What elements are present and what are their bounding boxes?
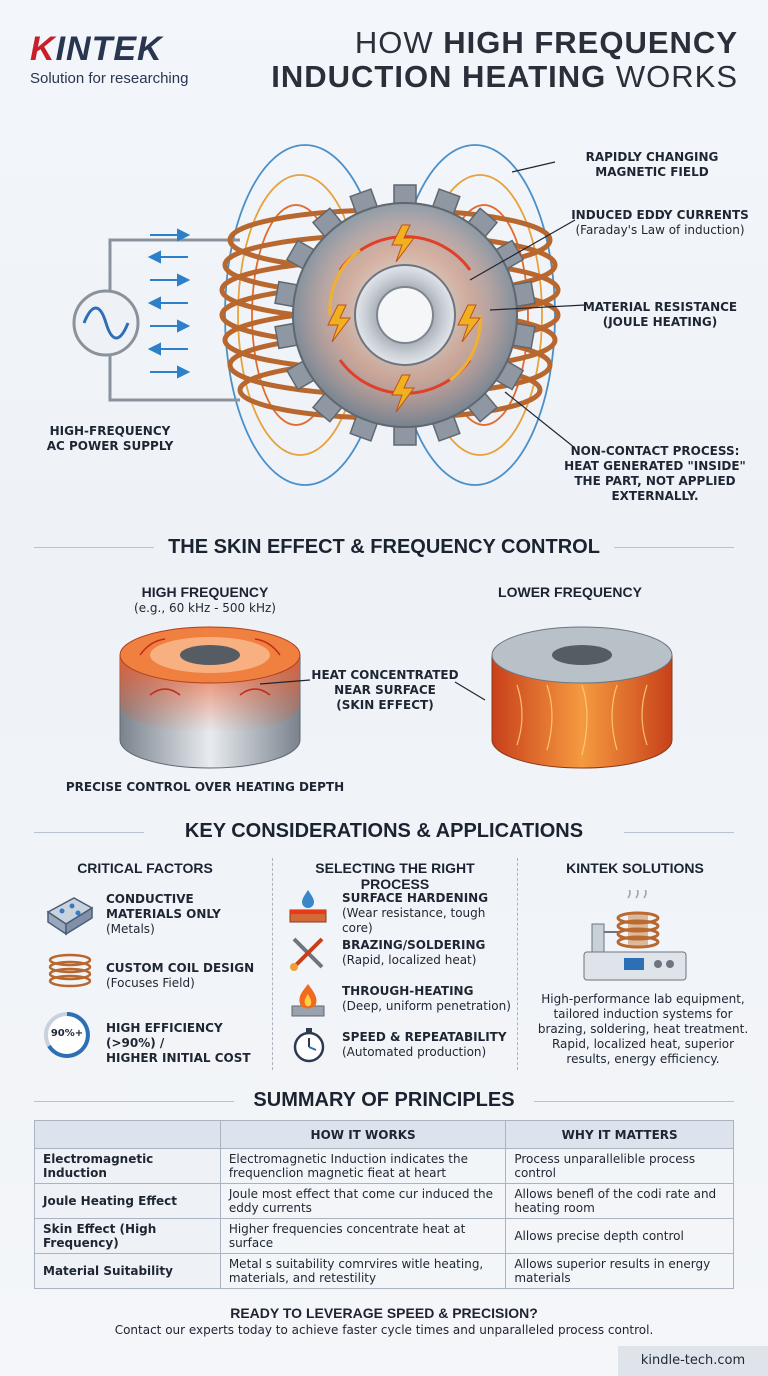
callout-magnetic-field: RAPIDLY CHANGING MAGNETIC FIELD xyxy=(585,150,719,179)
heating-depth-caption: PRECISE CONTROL OVER HEATING DEPTH xyxy=(65,780,345,794)
divider xyxy=(614,547,734,548)
skin-effect-callout: HEAT CONCENTRATED NEAR SURFACE (SKIN EFF… xyxy=(311,668,459,712)
gear-workpiece xyxy=(274,184,536,446)
current-arrows-icon xyxy=(147,228,191,379)
power-wiring xyxy=(108,238,240,402)
callout-eddy-currents: INDUCED EDDY CURRENTS (Faraday's Law of … xyxy=(571,208,749,237)
factor-coil-design: CUSTOM COIL DESIGN (Focuses Field) xyxy=(106,961,255,990)
considerations-heading: KEY CONSIDERATIONS & APPLICATIONS xyxy=(184,820,584,842)
table-cell: Allows benefl of the codi rate and heati… xyxy=(505,1183,734,1219)
table-cell: Metal s suitability comrvires witle heat… xyxy=(219,1253,507,1289)
critical-factors-title: CRITICAL FACTORS xyxy=(77,860,213,876)
table-row: Skin Effect (High Frequency) Higher freq… xyxy=(34,1218,734,1254)
lightning-icon xyxy=(327,224,481,413)
process-surface-hardening: SURFACE HARDENING (Wear resistance, toug… xyxy=(342,891,489,935)
brand-logo: KINTEK Solution for researching xyxy=(30,32,188,87)
process-through-heating: THROUGH-HEATING (Deep, uniform penetrati… xyxy=(342,984,511,1013)
divider xyxy=(34,832,144,833)
table-cell: Higher frequencies concentrate heat at s… xyxy=(219,1218,507,1254)
callout-material-resistance: MATERIAL RESISTANCE (JOULE HEATING) xyxy=(582,300,738,329)
flame-icon xyxy=(291,984,325,1017)
process-brazing: BRAZING/SOLDERING (Rapid, localized heat… xyxy=(342,938,486,967)
table-cell: Joule Heating Effect xyxy=(34,1183,221,1219)
brand-tagline: Solution for researching xyxy=(30,70,189,87)
column-header xyxy=(34,1120,221,1149)
brand-name: KINTEK xyxy=(30,30,163,68)
callout-non-contact: NON-CONTACT PROCESS: HEAT GENERATED "INS… xyxy=(564,444,746,503)
column-header: WHY IT MATTERS xyxy=(505,1120,734,1149)
ac-power-supply-icon xyxy=(72,289,140,357)
factor-conductive: CONDUCTIVE MATERIALS ONLY (Metals) xyxy=(106,892,221,936)
efficiency-gauge-icon xyxy=(44,1012,90,1058)
solutions-text: High-performance lab equipment, tailored… xyxy=(537,992,749,1066)
high-frequency-range: (e.g., 60 kHz - 500 kHz) xyxy=(134,601,276,615)
summary-heading: SUMMARY OF PRINCIPLES xyxy=(253,1089,515,1111)
table-cell: Electromagnetic Induction indicates the … xyxy=(219,1148,507,1184)
table-cell: Process unparallelible process control xyxy=(505,1148,734,1184)
table-cell: Allows precise depth control xyxy=(505,1218,734,1254)
table-row: Joule Heating Effect Joule most effect t… xyxy=(34,1183,734,1219)
surface-hardening-icon xyxy=(289,890,327,923)
divider xyxy=(624,832,734,833)
table-row: Electromagnetic Induction Electromagneti… xyxy=(34,1148,734,1184)
page-title: HOW HIGH FREQUENCY INDUCTION HEATING WOR… xyxy=(271,25,738,94)
column-divider xyxy=(272,858,273,1070)
power-supply-label: HIGH-FREQUENCY AC POWER SUPPLY xyxy=(46,424,174,453)
table-header-row: HOW IT WORKS WHY IT MATTERS xyxy=(34,1120,734,1149)
cta-title: READY TO LEVERAGE SPEED & PRECISION? xyxy=(230,1305,538,1321)
high-frequency-cylinder xyxy=(119,626,301,769)
table-cell: Material Suitability xyxy=(34,1253,221,1289)
solutions-title: KINTEK SOLUTIONS xyxy=(566,860,704,876)
skin-effect-heading: THE SKIN EFFECT & FREQUENCY CONTROL xyxy=(168,536,600,558)
efficiency-badge: 90%+ xyxy=(50,1028,84,1039)
table-cell: Allows superior results in energy materi… xyxy=(505,1253,734,1289)
footer-url-link[interactable]: kindle-tech.com xyxy=(618,1346,768,1376)
process-speed: SPEED & REPEATABILITY (Automated product… xyxy=(342,1030,507,1059)
skin-effect-leaders xyxy=(259,679,486,701)
table-cell: Joule most effect that come cur induced … xyxy=(219,1183,507,1219)
column-header: HOW IT WORKS xyxy=(219,1120,507,1149)
stopwatch-icon xyxy=(293,1028,325,1063)
metal-block-icon xyxy=(46,897,94,936)
table-cell: Electromagnetic Induction xyxy=(34,1148,221,1184)
brazing-tools-icon xyxy=(290,937,324,971)
divider xyxy=(34,1101,234,1102)
low-frequency-title: LOWER FREQUENCY xyxy=(498,584,642,600)
coil-icon xyxy=(48,953,92,988)
factor-efficiency: HIGH EFFICIENCY (>90%) / HIGHER INITIAL … xyxy=(106,1021,251,1065)
divider xyxy=(534,1101,734,1102)
summary-table: HOW IT WORKS WHY IT MATTERS Electromagne… xyxy=(34,1120,734,1289)
high-frequency-title: HIGH FREQUENCY xyxy=(141,584,269,600)
low-frequency-cylinder xyxy=(491,626,673,769)
lab-equipment-icon xyxy=(583,890,687,981)
induction-diagram xyxy=(72,144,586,486)
process-title: SELECTING THE RIGHT PROCESS xyxy=(315,860,475,892)
table-row: Material Suitability Metal s suitability… xyxy=(34,1253,734,1289)
cta-subtitle[interactable]: Contact our experts today to achieve fas… xyxy=(114,1323,654,1337)
table-cell: Skin Effect (High Frequency) xyxy=(34,1218,221,1254)
divider xyxy=(34,547,154,548)
column-divider xyxy=(517,858,518,1070)
